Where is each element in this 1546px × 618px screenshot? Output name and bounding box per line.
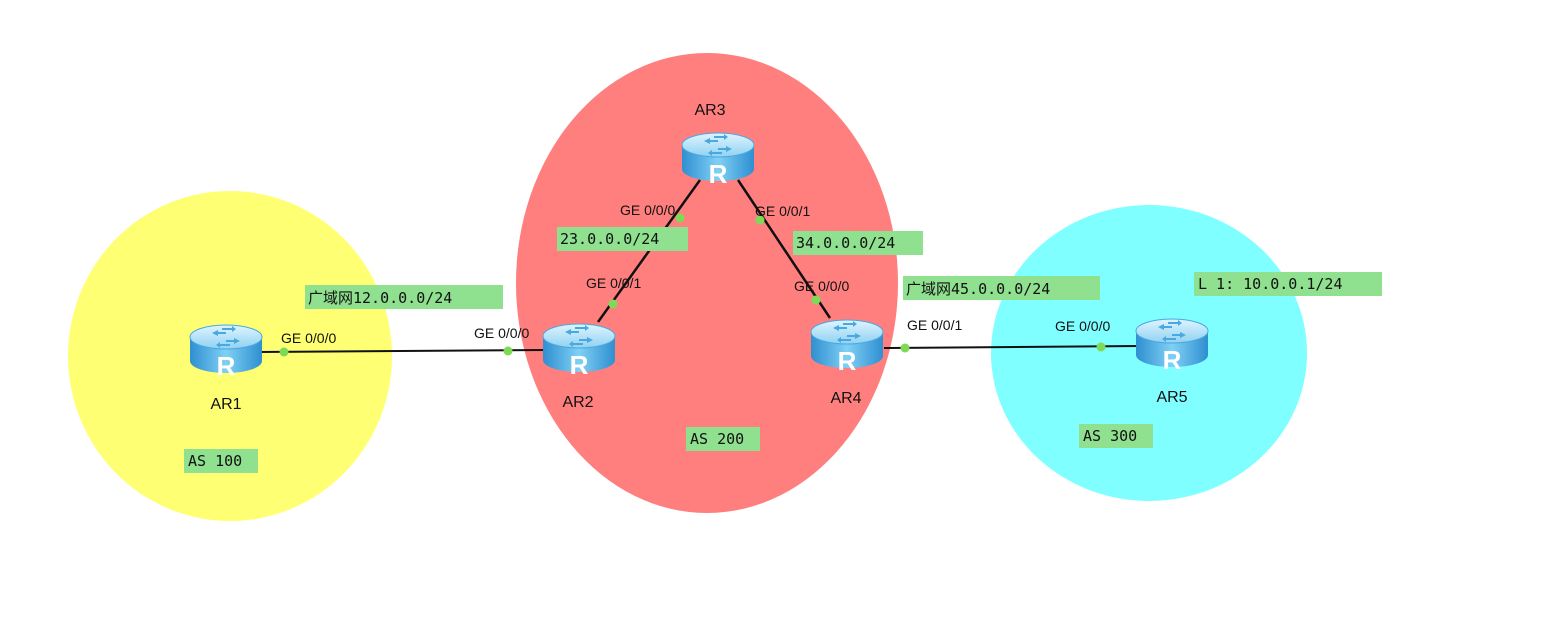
port-label-ar1-ge000: GE 0/0/0 [281,330,336,346]
loopback-label: L 1: 10.0.0.1/24 [1198,275,1343,293]
tag-bg-net-23 [557,227,688,251]
router-ar3[interactable]: R [681,132,755,189]
router-ar5[interactable]: R [1135,318,1209,375]
router-label-ar2: AR2 [562,394,593,411]
router-icon-glyph: R [709,159,728,189]
router-icon-glyph: R [838,346,857,376]
router-icon-glyph: R [570,350,589,380]
router-label-ar3: AR3 [694,102,725,119]
link-ar3-ar4[interactable] [736,179,832,319]
router-ar4[interactable]: R [810,319,884,376]
link-ar1-ar2[interactable] [257,349,546,353]
router-ar1[interactable]: R [189,324,263,381]
router-icon-glyph: R [1163,345,1182,375]
port-dot-ar4-ge000[interactable] [811,295,821,305]
tag-bg-wan-45 [903,276,1100,300]
router-icon-glyph: R [217,351,236,381]
port-dot-ar3-ge000[interactable] [675,213,685,223]
router-ar2[interactable]: R [542,323,616,380]
as-label-100: AS 100 [188,452,242,470]
port-dot-ar2-ge000[interactable] [503,346,513,356]
port-dot-ar4-ge001[interactable] [900,343,910,353]
tag-bg-as200 [686,427,760,451]
tag-bg-as100 [184,449,258,473]
tag-bg-loopback [1194,272,1382,296]
tag-bg-net-34 [793,231,923,255]
port-label-ar4-ge000: GE 0/0/0 [794,278,849,294]
as-label-200: AS 200 [690,430,744,448]
as-label-300: AS 300 [1083,427,1137,445]
port-label-ar3-ge001: GE 0/0/1 [755,203,810,219]
router-label-ar4: AR4 [830,390,861,407]
port-dot-ar5-ge000[interactable] [1096,342,1106,352]
as200-zone [516,53,898,513]
tag-bg-as300 [1079,424,1153,448]
port-label-ar2-ge000: GE 0/0/0 [474,325,529,341]
port-dot-ar3-ge001[interactable] [755,215,765,225]
router-label-ar5: AR5 [1156,389,1187,406]
router-label-ar1: AR1 [210,396,241,413]
network-label-net-23: 23.0.0.0/24 [560,230,659,248]
port-dot-ar2-ge001[interactable] [608,299,618,309]
port-label-ar5-ge000: GE 0/0/0 [1055,318,1110,334]
network-label-wan-12: 广域网12.0.0.0/24 [308,289,452,307]
port-label-ar2-ge001: GE 0/0/1 [586,275,641,291]
port-dot-ar1-ge000[interactable] [279,347,289,357]
network-label-wan-45: 广域网45.0.0.0/24 [906,280,1050,298]
network-label-net-34: 34.0.0.0/24 [796,234,895,252]
port-label-ar3-ge000: GE 0/0/0 [620,202,675,218]
port-label-ar4-ge001: GE 0/0/1 [907,317,962,333]
tag-bg-wan-12 [305,285,503,309]
